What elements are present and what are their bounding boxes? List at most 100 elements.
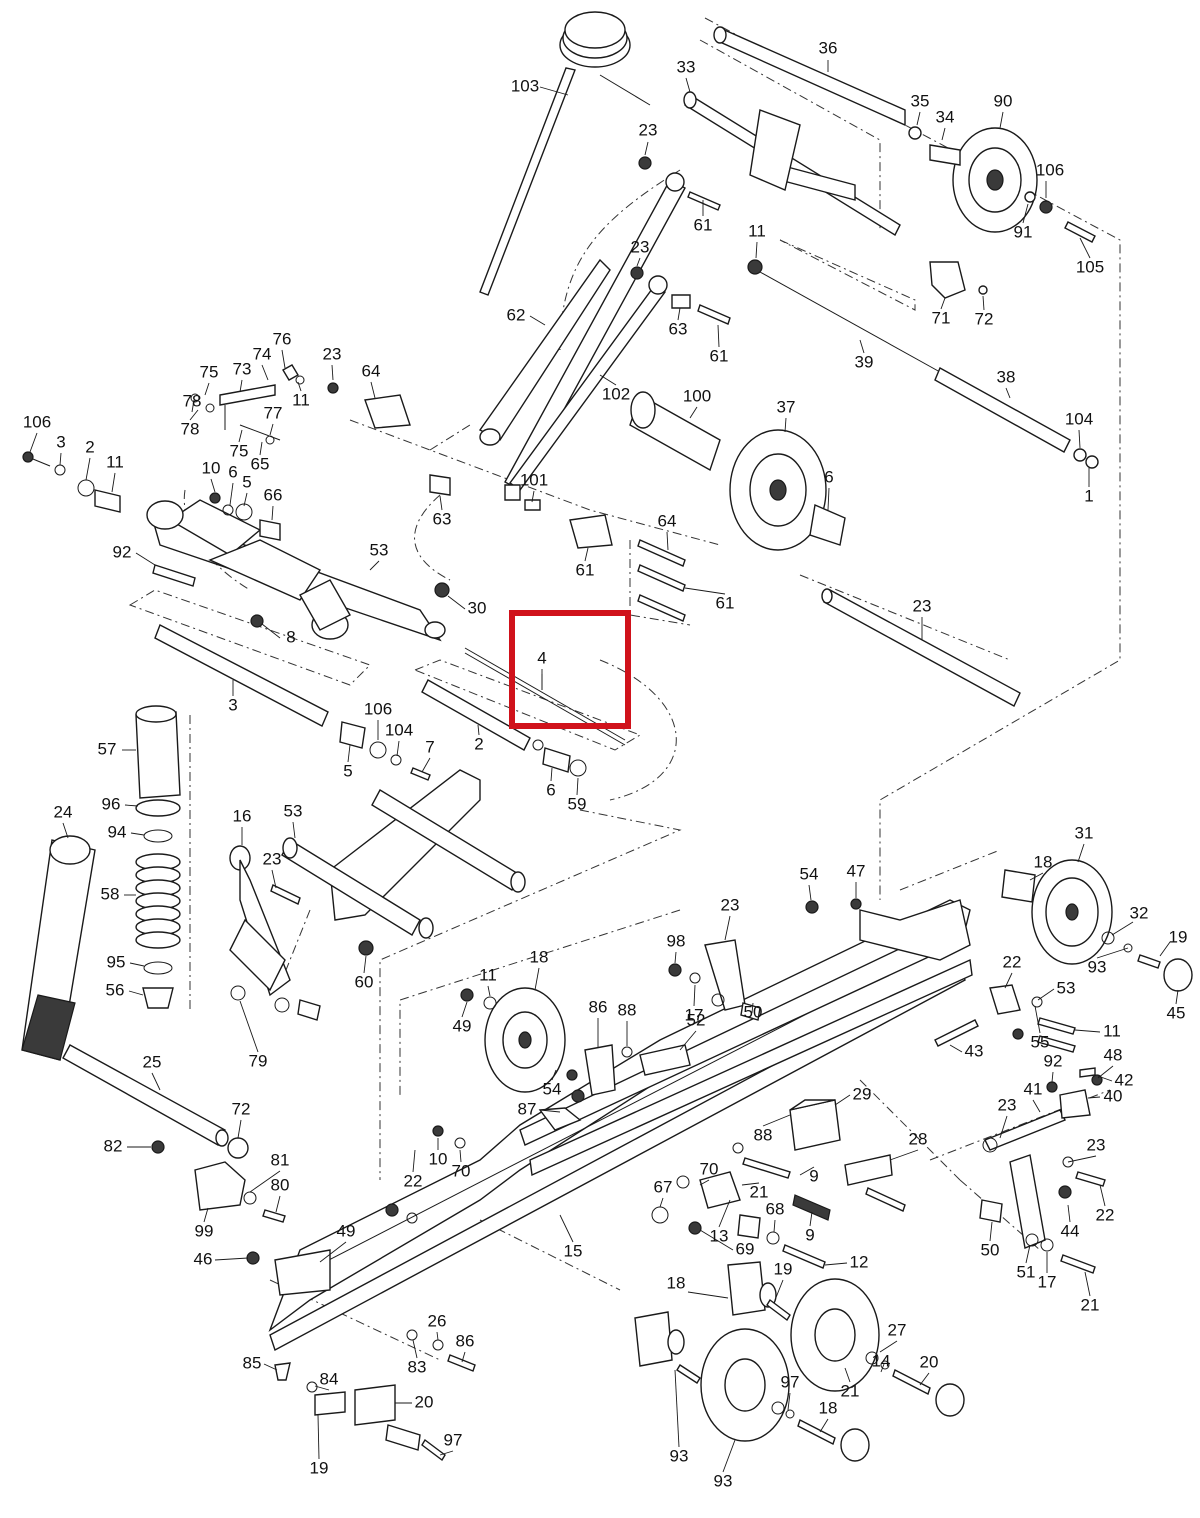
callout-label-60: 60 [355,972,374,991]
callout-leader [461,1351,466,1363]
callout-label-106: 106 [23,412,51,431]
callout-leader [1025,1244,1031,1264]
callout-leader [722,1439,736,1473]
callout-label-52: 52 [687,1010,706,1029]
callout-label-2: 2 [474,734,483,753]
callout-label-64: 64 [658,511,677,530]
callout-label-58: 58 [101,884,120,903]
callout-leader [699,1179,710,1186]
callout-leader [29,432,38,453]
callout-leader [297,381,302,392]
arm-46 [979,1154,1106,1274]
callout-label-50: 50 [744,1002,763,1021]
callout-label-66: 66 [264,485,283,504]
callout-label-5: 5 [343,761,352,780]
callout-leader [1159,941,1171,957]
upper-rear-axle-group [683,26,1099,469]
callout-leader [751,1002,754,1014]
callout-leader [130,832,145,836]
callout-label-61: 61 [710,346,729,365]
callout-label-12: 12 [850,1252,869,1271]
callout-label-88: 88 [618,1000,637,1019]
callout-leader [531,490,535,503]
callout-leader [1078,429,1081,449]
axle-24 [62,1044,249,1159]
callout-label-101: 101 [520,470,548,489]
callout-label-94: 94 [108,822,127,841]
callout-leader [459,1149,462,1163]
callout-leader [787,1392,791,1411]
bracket-group-73 [190,364,305,445]
callout-leader [239,379,243,393]
callout-leader [940,297,946,310]
callout-label-96: 96 [102,794,121,813]
rear-idler-group [629,391,846,551]
callout-label-102: 102 [602,384,630,403]
callout-label-11: 11 [106,452,124,471]
callout-label-50: 50 [981,1240,1000,1259]
callout-label-22: 22 [1003,952,1022,971]
callout-leader [1111,921,1134,936]
highlight-box [509,610,631,729]
callout-leader [314,1385,330,1391]
callout-leader [229,482,234,506]
callout-leader [447,595,466,610]
callout-leader [982,295,985,311]
callout-leader [1079,237,1091,259]
callout-leader [941,127,946,141]
callout-leader [461,1001,468,1018]
callout-label-54: 54 [543,1079,562,1098]
callout-label-9: 9 [805,1225,814,1244]
callout-label-100: 100 [683,386,711,405]
callout-label-104: 104 [1065,409,1093,428]
callout-leader [487,985,491,997]
callout-label-61: 61 [694,215,713,234]
callout-leader [1097,1075,1113,1082]
callout-leader [774,1279,784,1301]
callout-label-19: 19 [774,1259,793,1278]
callout-label-23: 23 [721,895,740,914]
callout-label-71: 71 [932,308,951,327]
callout-label-10: 10 [429,1149,448,1168]
callout-label-7: 7 [425,737,434,756]
callout-label-18: 18 [530,947,549,966]
callout-label-40: 40 [1104,1086,1123,1105]
callout-label-75: 75 [230,441,249,460]
bracket-47 [668,898,862,1021]
callout-leader [239,1000,259,1053]
callout-label-97: 97 [781,1372,800,1391]
callout-leader [784,417,787,433]
callout-label-26: 26 [428,1311,447,1330]
callout-label-13: 13 [710,1226,729,1245]
bracket-80 [194,1161,286,1223]
callout-label-93: 93 [714,1471,733,1490]
callout-leader [204,382,210,396]
callout-label-93: 93 [670,1446,689,1465]
callout-leader [436,1331,439,1341]
callout-label-23: 23 [913,596,932,615]
callout-label-24: 24 [54,802,73,821]
callout-label-23: 23 [263,849,282,868]
shock-and-links-group [478,156,731,511]
callout-label-23: 23 [631,237,650,256]
torsion-spring-group [479,11,651,296]
callout-leader [439,495,443,511]
callout-leader [717,324,720,348]
callout-leader [919,1372,930,1386]
callout-leader [271,869,277,889]
callout-leader [799,1166,815,1176]
callout-leader [439,1450,454,1456]
callout-label-78: 78 [183,391,202,410]
axle-30 [821,588,1021,707]
callout-label-53: 53 [1057,978,1076,997]
callout-label-106: 106 [1036,160,1064,179]
callout-label-86: 86 [589,997,608,1016]
callout-label-14: 14 [872,1351,891,1370]
callout-leader [1087,1096,1101,1099]
callout-leader [576,777,579,796]
link-40-42 [982,1067,1103,1153]
callout-label-28: 28 [909,1129,928,1148]
callout-leader [539,86,569,96]
callout-leader [210,478,216,493]
